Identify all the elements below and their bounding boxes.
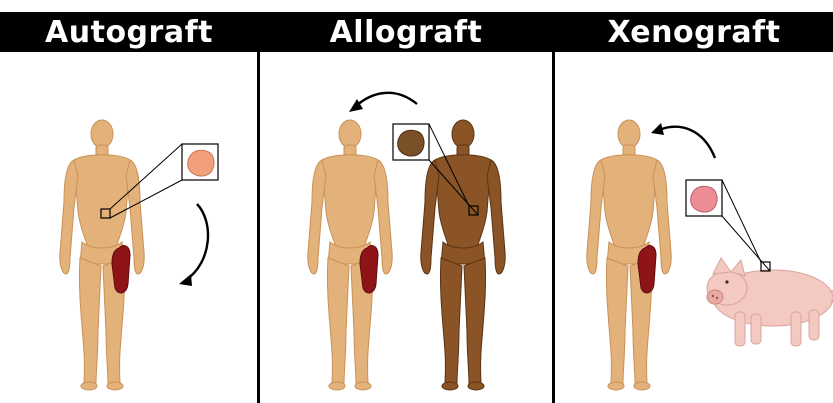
panel-allograft: Allograft — [260, 0, 552, 403]
zoom-line — [722, 216, 770, 271]
panel-title: Allograft — [260, 12, 552, 52]
autograft-illustration — [0, 52, 258, 403]
tissue-sample — [188, 150, 214, 176]
graft-site-lesion — [360, 246, 378, 293]
panel-autograft: Autograft — [0, 0, 258, 403]
human-figure — [60, 120, 144, 390]
arrow-head — [651, 123, 664, 135]
xenograft-illustration — [555, 52, 833, 403]
zoom-line — [722, 180, 761, 262]
recipient-figure — [308, 120, 392, 390]
panel-xenograft: Xenograft — [555, 0, 833, 403]
transfer-arrow — [659, 127, 715, 158]
transfer-arrow — [186, 204, 208, 280]
panel-title: Autograft — [0, 12, 258, 52]
transfer-arrow — [356, 93, 417, 106]
graft-site-lesion — [638, 246, 656, 293]
allograft-illustration — [260, 52, 552, 403]
donor-figure — [421, 120, 505, 390]
tissue-sample — [398, 130, 424, 156]
recipient-figure — [587, 120, 671, 390]
arrow-head — [179, 274, 192, 286]
tissue-sample — [691, 186, 717, 212]
graft-site-lesion — [112, 246, 130, 293]
panel-title: Xenograft — [555, 12, 833, 52]
